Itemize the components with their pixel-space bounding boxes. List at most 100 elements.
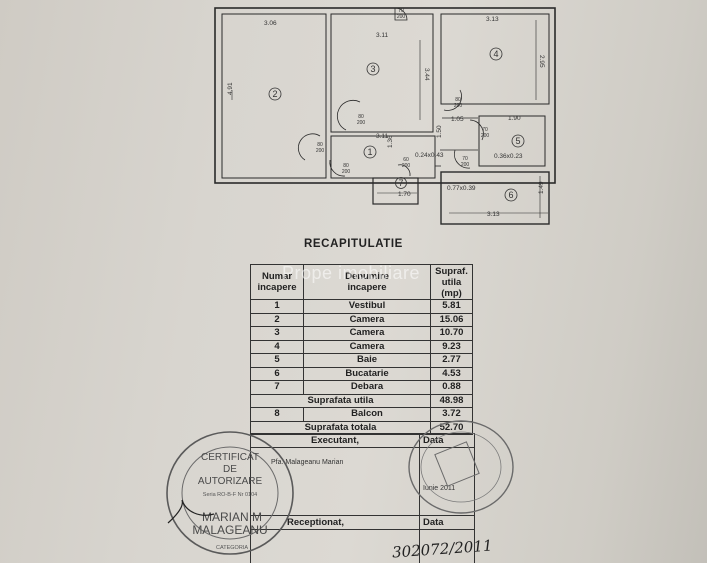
dim-label: 1.05 (451, 116, 464, 123)
door-label: 70 (482, 127, 488, 133)
door-label: 70 (398, 8, 404, 14)
room-number: 3 (370, 64, 375, 74)
cell-area: 15.06 (430, 312, 473, 327)
cell-name: Vestibul (303, 299, 431, 314)
dim-label: 1.90 (508, 115, 521, 122)
total-area-label: Suprafata totala (250, 420, 431, 435)
stamp-line: MALAGEANU (192, 523, 267, 537)
stamp-line: AUTORIZARE (198, 476, 263, 487)
dim-label: 4.91 (227, 82, 234, 95)
door-label: 200 (402, 163, 411, 169)
room-number: 7 (398, 178, 403, 188)
header-area-line3: (mp) (441, 287, 462, 299)
dim-label: 3.13 (487, 211, 500, 218)
door-label: 200 (397, 14, 406, 20)
dim-label: 3.06 (264, 20, 277, 27)
door-label: 200 (454, 103, 463, 109)
header-number-line2: incapere (257, 282, 297, 293)
header-area: Supraf. utila (mp) (430, 264, 473, 300)
door-label: 200 (316, 148, 325, 154)
signature-box: Executant, Data Pfa. Malageanu Marian Iu… (250, 433, 475, 563)
door-label: 200 (481, 133, 490, 139)
signature-mark (167, 499, 215, 524)
cell-area: 3.72 (430, 407, 473, 422)
cell-area: 9.23 (430, 339, 473, 354)
receptionat-label: Receptionat, (287, 517, 345, 528)
header-area-line1: Supraf. (435, 265, 468, 277)
door-label: 80 (343, 163, 349, 169)
cell-area: 4.53 (430, 366, 473, 381)
cell-num: 6 (250, 366, 304, 381)
header-area-line2: utila (441, 276, 462, 288)
cell-num: 4 (250, 339, 304, 354)
cell-name: Baie (303, 353, 431, 368)
door-label: 80 (358, 114, 364, 120)
dim-label: 3.44 (423, 68, 430, 81)
door-label: 200 (342, 169, 351, 175)
data-label-2: Data (423, 517, 444, 528)
door-label: 200 (357, 120, 366, 126)
watermark: Prope imobiliare (282, 263, 421, 283)
dim-label: 3.11 (376, 32, 389, 39)
cell-name: Bucatarie (303, 366, 431, 381)
cell-area: 2.77 (430, 353, 473, 368)
dim-label: 3.11 (376, 133, 389, 140)
header-number-line1: Numar (261, 271, 293, 282)
dim-label: 0.77x0.39 (447, 185, 476, 192)
cell-name: Camera (303, 326, 431, 341)
dim-label: 0.36x0.23 (494, 153, 523, 160)
room-number: 6 (508, 190, 513, 200)
sign-divider (251, 447, 474, 448)
cell-name: Debara (303, 380, 431, 395)
cell-area: 10.70 (430, 326, 473, 341)
recap-table: Numar incapere Denumire incapere Supraf.… (250, 264, 473, 435)
room-number: 2 (272, 89, 277, 99)
cell-num: 8 (250, 407, 304, 422)
stamp-serial: Seria RO-B-F Nr 0104 (203, 492, 257, 498)
sign-divider (251, 529, 474, 530)
header-number: Numar incapere (250, 264, 304, 300)
room-number: 1 (367, 147, 372, 157)
table-header-row: Numar incapere Denumire incapere Supraf.… (250, 264, 473, 300)
sign-divider (251, 515, 474, 516)
dim-label: 1.36 (387, 135, 394, 148)
door-label: 60 (403, 157, 409, 163)
floor-plan: 3.06 3.11 3.13 4.91 3.44 2.95 3.11 1.05 … (214, 7, 556, 225)
door-label: 80 (317, 142, 323, 148)
header-name: Denumire incapere (303, 264, 431, 300)
cell-name: Balcon (303, 407, 431, 422)
door-label: 200 (461, 162, 470, 168)
recap-title: RECAPITULATIE (304, 238, 403, 250)
dim-label: 3.13 (486, 16, 499, 23)
dim-label: 2.95 (538, 55, 545, 68)
executant-label: Executant, (311, 435, 360, 446)
room-number: 5 (515, 136, 520, 146)
authorization-stamp: CERTIFICAT DE AUTORIZARE MARIAN M MALAGE… (166, 431, 294, 555)
dim-label: 1.70 (398, 191, 411, 198)
cell-area: 0.88 (430, 380, 473, 395)
stamp-category: CATEGORIA (216, 545, 248, 551)
dim-label: 1.50 (436, 125, 443, 138)
header-name-line1: Denumire (345, 271, 389, 282)
room-number: 4 (493, 49, 498, 59)
executant-name: Pfa. Malageanu Marian (271, 459, 344, 466)
cell-area: 5.81 (430, 299, 473, 314)
sign-vertical-divider (419, 433, 420, 563)
header-name-line2: incapere (347, 282, 387, 293)
door-label: 70 (462, 156, 468, 162)
stamp-line: MARIAN M (202, 510, 262, 524)
cell-num: 1 (250, 299, 304, 314)
sign-divider (251, 433, 474, 434)
date-stamp (408, 420, 514, 514)
executant-date: Iunie 2011 (423, 485, 456, 492)
